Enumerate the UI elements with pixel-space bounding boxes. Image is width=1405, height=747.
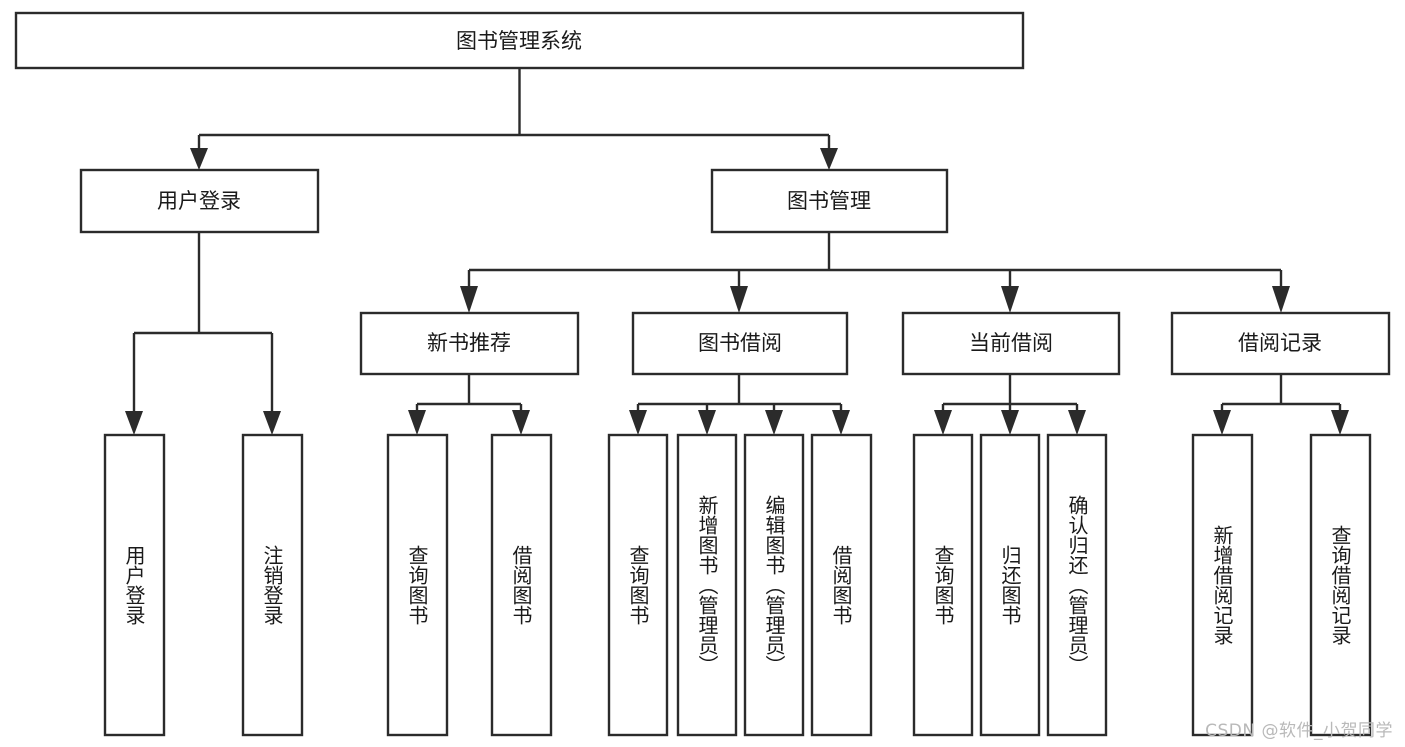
leaf-query-record-box[interactable] [1309,433,1372,737]
connector-group-root [190,68,838,170]
node-book-borrow[interactable]: 图书借阅 [631,311,849,376]
arrow-to-leaf-user-login [125,411,143,435]
connector-group-book-manage [460,232,1290,313]
leaf-edit-book-box[interactable] [743,433,805,737]
node-book-manage[interactable]: 图书管理 [710,168,949,234]
leaf-borrow-book-borrow-label: 借阅图书 [829,545,853,625]
arrow-to-leaf-return-book [1001,410,1019,435]
arrow-to-leaf-confirm-return [1068,410,1086,435]
leaf-user-login[interactable]: 用户登录 [103,433,166,737]
arrow-to-leaf-query-book-1 [408,410,426,435]
leaf-logout-label: 注销登录 [260,545,284,625]
leaf-query-book-borrow-label: 查询图书 [626,545,650,625]
leaf-borrow-book-borrow[interactable]: 借阅图书 [810,433,873,737]
node-borrow-record-box[interactable] [1170,311,1391,376]
node-new-recommend-label: 新书推荐 [427,331,511,355]
leaf-logout-box[interactable] [241,433,304,737]
node-root[interactable]: 图书管理系统 [14,11,1025,70]
arrow-to-current [1001,286,1019,313]
node-user-login[interactable]: 用户登录 [79,168,320,234]
node-current-borrow-label: 当前借阅 [969,331,1053,355]
leaf-query-book-current[interactable]: 查询图书 [912,433,974,737]
leaf-confirm-return[interactable]: 确认归还（管理员） [1046,433,1108,737]
arrow-to-leaf-query-book-2 [629,410,647,435]
arrow-to-user-login [190,148,208,170]
leaf-query-record-label: 查询借阅记录 [1328,525,1352,645]
leaf-edit-book[interactable]: 编辑图书（管理员） [743,433,805,737]
node-new-recommend-box[interactable] [359,311,580,376]
leaf-add-book[interactable]: 新增图书（管理员） [676,433,738,737]
leaf-query-record[interactable]: 查询借阅记录 [1309,433,1372,737]
arrow-to-record [1272,286,1290,313]
arrow-to-leaf-logout [263,411,281,435]
arrow-to-leaf-query-record [1331,410,1349,435]
leaf-borrow-book-borrow-box[interactable] [810,433,873,737]
arrow-to-leaf-add-book [698,410,716,435]
node-user-login-box[interactable] [79,168,320,234]
leaf-query-book-borrow[interactable]: 查询图书 [607,433,669,737]
leaf-return-book-label: 归还图书 [998,545,1022,625]
connector-group-record [1213,374,1349,435]
arrow-to-leaf-borrow-book-1 [512,410,530,435]
leaf-add-record[interactable]: 新增借阅记录 [1191,433,1254,737]
arrow-to-leaf-borrow-book-2 [832,410,850,435]
node-book-manage-box[interactable] [710,168,949,234]
connector-group-new-rec [408,374,530,435]
leaf-user-login-label: 用户登录 [122,545,146,625]
node-book-manage-label: 图书管理 [787,189,871,213]
leaf-query-book-new-rec[interactable]: 查询图书 [386,433,449,737]
arrow-to-leaf-query-book-3 [934,410,952,435]
connector-group-user-login [125,232,281,435]
node-new-recommend[interactable]: 新书推荐 [359,311,580,376]
node-root-label: 图书管理系统 [456,29,582,53]
node-borrow-record[interactable]: 借阅记录 [1170,311,1391,376]
arrow-to-leaf-edit-book [765,410,783,435]
node-book-borrow-label: 图书借阅 [698,331,782,355]
leaf-query-book-current-box[interactable] [912,433,974,737]
leaf-query-book-new-rec-box[interactable] [386,433,449,737]
leaf-confirm-return-box[interactable] [1046,433,1108,737]
connector-group-current [934,374,1086,435]
leaf-query-book-new-rec-label: 查询图书 [405,545,429,625]
leaf-query-book-borrow-box[interactable] [607,433,669,737]
leaf-add-book-label: 新增图书（管理员） [695,495,719,675]
arrow-to-book-manage [820,148,838,170]
leaf-borrow-book-new-rec[interactable]: 借阅图书 [490,433,553,737]
node-borrow-record-label: 借阅记录 [1238,331,1322,355]
node-current-borrow-box[interactable] [901,311,1121,376]
leaf-confirm-return-label: 确认归还（管理员） [1065,495,1089,675]
leaf-add-book-box[interactable] [676,433,738,737]
node-root-box[interactable] [14,11,1025,70]
node-current-borrow[interactable]: 当前借阅 [901,311,1121,376]
node-user-login-label: 用户登录 [157,189,241,213]
arrow-to-leaf-add-record [1213,410,1231,435]
leaf-borrow-book-new-rec-label: 借阅图书 [509,545,533,625]
leaf-borrow-book-new-rec-box[interactable] [490,433,553,737]
leaf-add-record-label: 新增借阅记录 [1210,525,1234,645]
leaf-query-book-current-label: 查询图书 [931,545,955,625]
leaf-edit-book-label: 编辑图书（管理员） [762,495,786,675]
leaf-user-login-box[interactable] [103,433,166,737]
arrow-to-borrow [730,286,748,313]
leaf-add-record-box[interactable] [1191,433,1254,737]
leaf-return-book[interactable]: 归还图书 [979,433,1041,737]
connector-group-borrow [629,374,850,435]
arrow-to-new-rec [460,286,478,313]
node-book-borrow-box[interactable] [631,311,849,376]
leaf-return-book-box[interactable] [979,433,1041,737]
leaf-logout[interactable]: 注销登录 [241,433,304,737]
